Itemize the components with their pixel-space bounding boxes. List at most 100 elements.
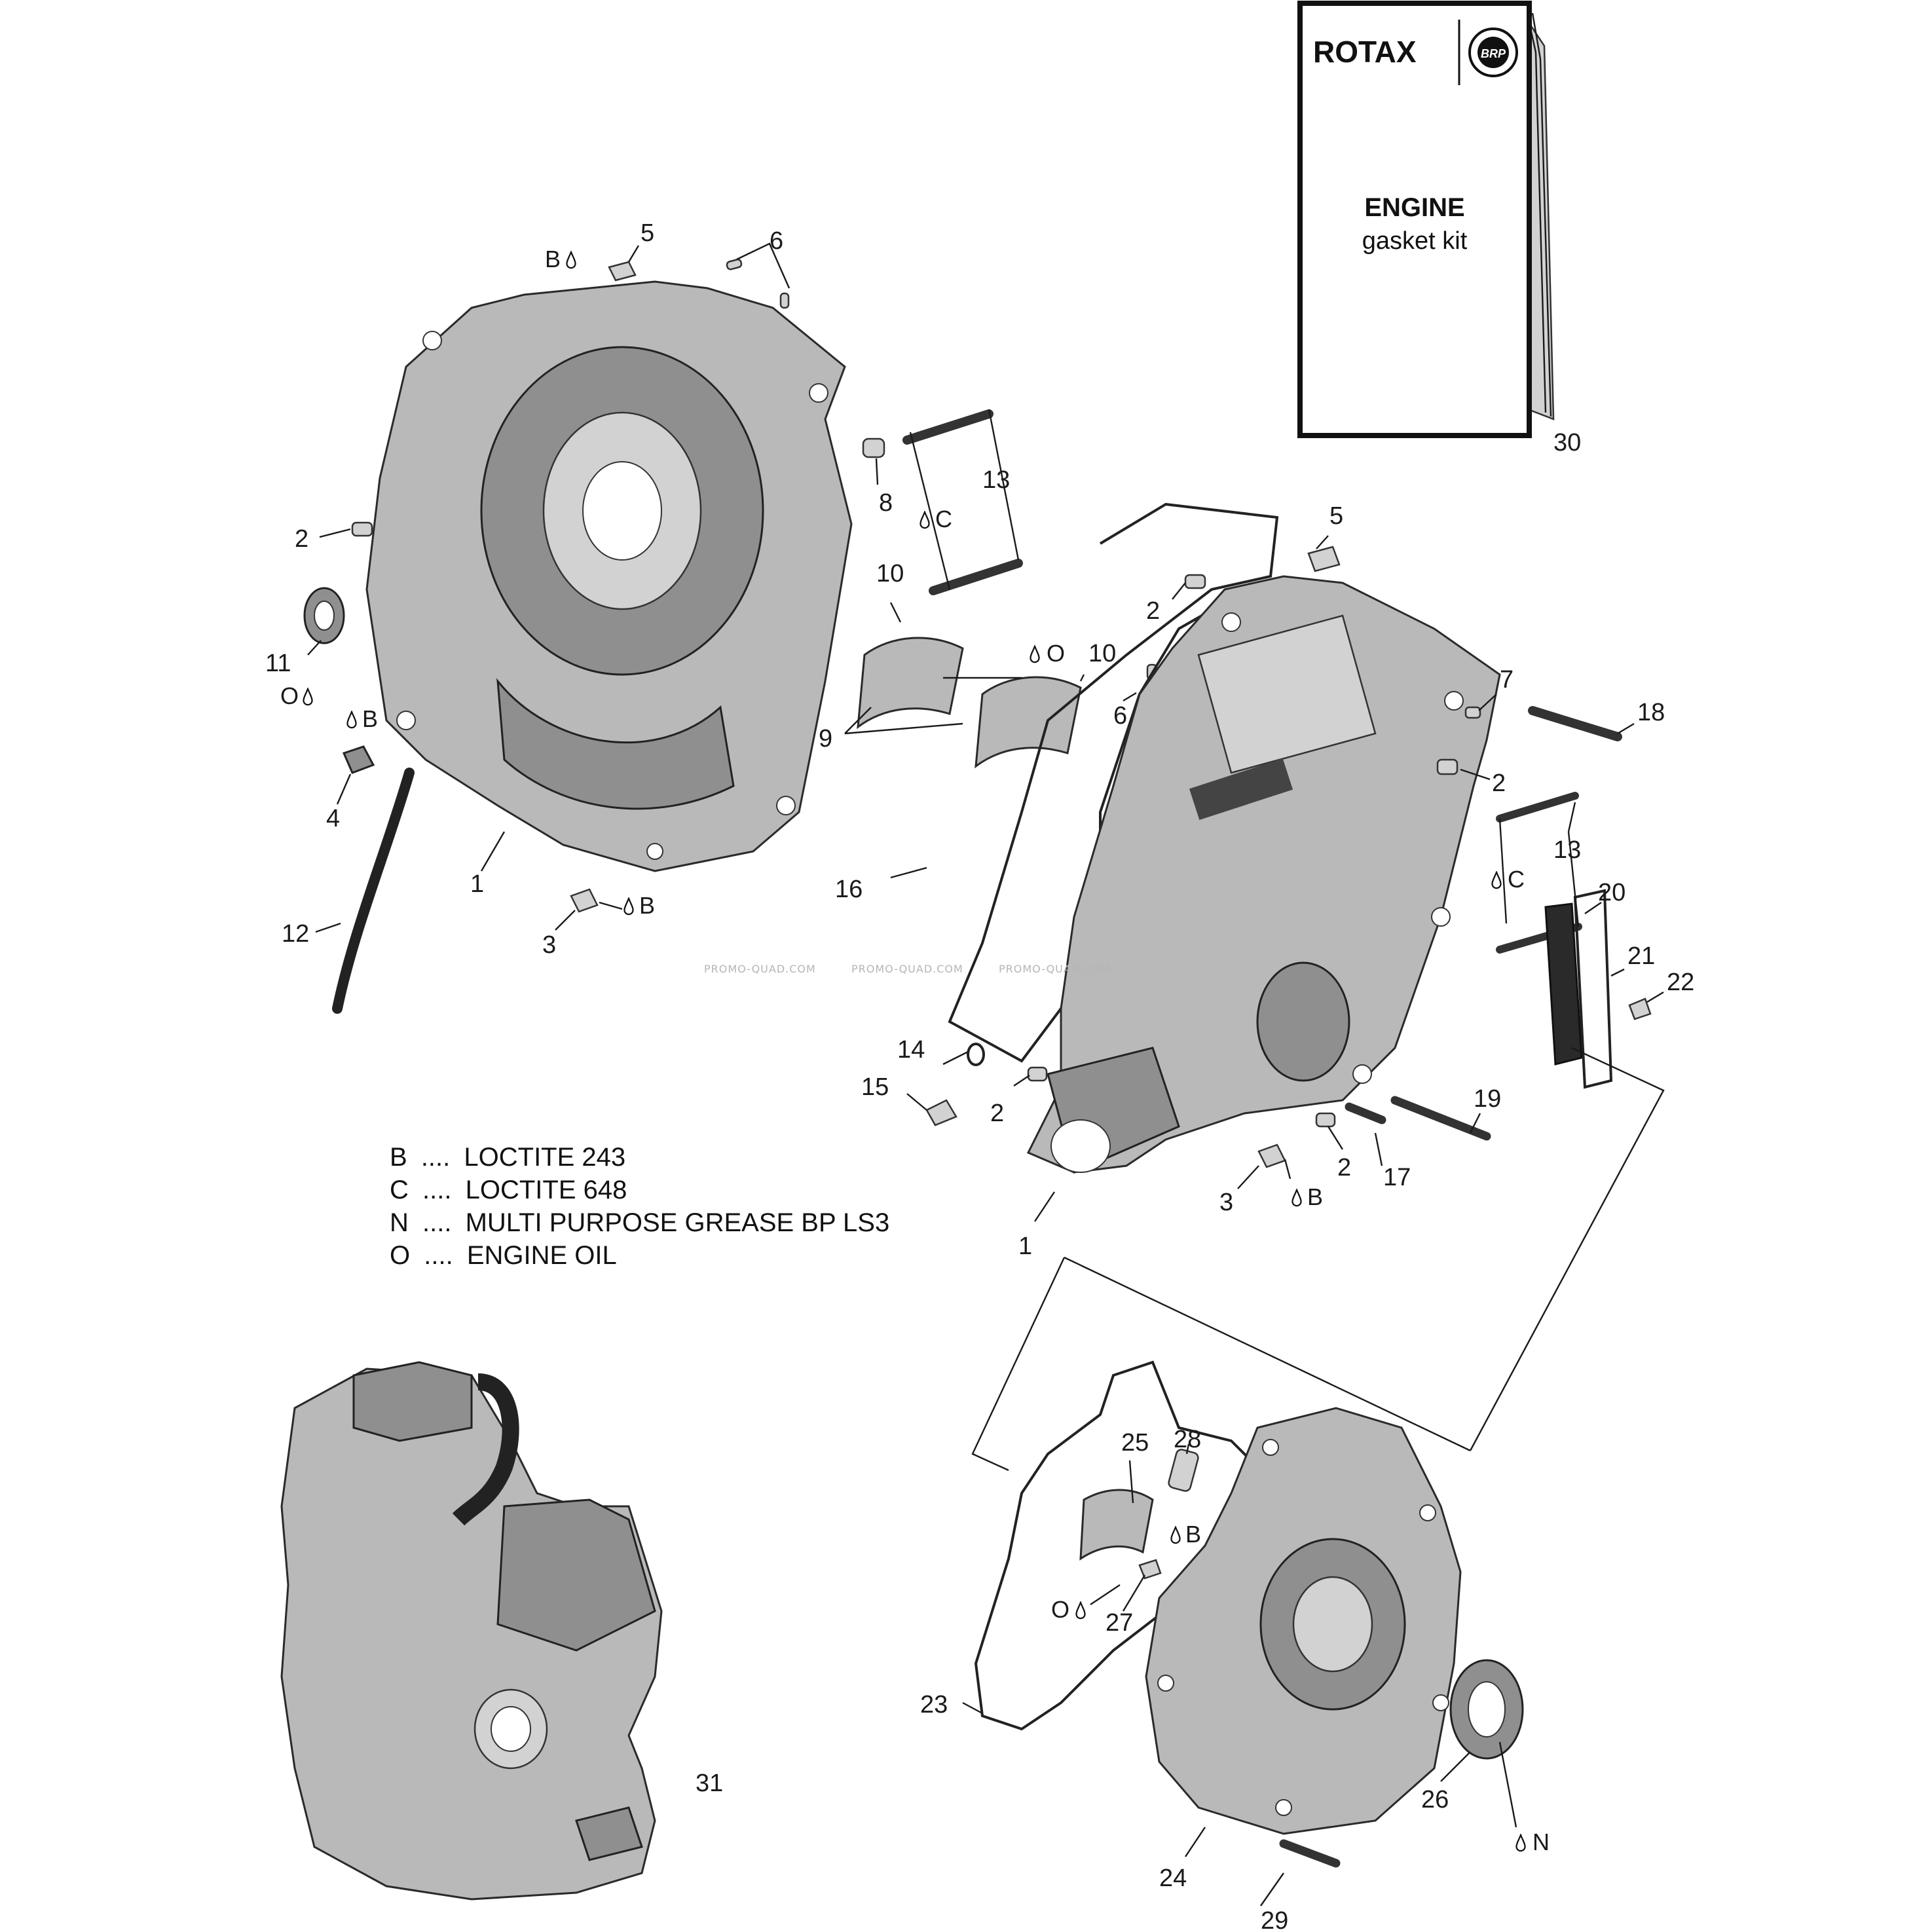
engine-coolant-hose	[452, 1373, 519, 1526]
code-label: O	[280, 682, 299, 709]
callout-8: 8	[879, 489, 893, 517]
legend-row: B .... LOCTITE 243	[390, 1143, 625, 1172]
part-23-gasket	[974, 1360, 1265, 1731]
legend-key: N	[390, 1208, 409, 1237]
code-label: O	[1051, 1596, 1069, 1623]
part-4-plug	[342, 745, 375, 774]
bolt-hole	[1221, 612, 1241, 632]
drop-icon	[346, 711, 357, 729]
code-label: B	[1307, 1183, 1323, 1210]
callout-10: 10	[876, 560, 904, 587]
legend-text: LOCTITE 243	[464, 1143, 625, 1172]
callout-11: 11	[265, 650, 291, 677]
code-label: C	[935, 506, 952, 532]
callout-13: 13	[982, 466, 1010, 494]
bolt-hole	[422, 331, 442, 350]
legend-row: N .... MULTI PURPOSE GREASE BP LS3	[390, 1208, 889, 1237]
crankcase-right-bore	[1256, 961, 1350, 1082]
part-12-hose	[332, 768, 415, 1014]
part-9-bearing-lower	[975, 676, 1082, 769]
part-13-stud	[902, 409, 994, 445]
code-label: B	[545, 246, 561, 272]
part-31-engine-assembly	[280, 1361, 663, 1901]
callout-2: 2	[295, 525, 308, 553]
assembly-leader-line	[1064, 1256, 1471, 1452]
callout-12: 12	[282, 920, 309, 948]
part-11-oil-seal-hole	[314, 601, 335, 631]
callout-31: 31	[696, 1770, 723, 1797]
callout-25: 25	[1121, 1429, 1149, 1457]
part-17-bolt	[1345, 1102, 1386, 1124]
callout-28: 28	[1174, 1426, 1201, 1453]
assembly-leader-line	[971, 1257, 1066, 1472]
bolt-hole	[646, 843, 663, 860]
part-29-bolt	[1279, 1839, 1341, 1868]
engine-block	[280, 1367, 663, 1901]
kit-title: ENGINE	[1364, 193, 1464, 222]
callout-30: 30	[1553, 429, 1581, 456]
drop-icon	[1291, 1189, 1302, 1207]
part-5-nut	[608, 261, 637, 282]
bolt-hole	[1275, 1799, 1292, 1816]
engine-throttle-port-hole	[491, 1706, 531, 1752]
callout-2: 2	[1146, 597, 1160, 625]
callout-14: 14	[897, 1036, 925, 1064]
brp-logo-text: BRP	[1481, 47, 1506, 60]
drop-icon	[623, 897, 634, 916]
legend-row: O .... ENGINE OIL	[390, 1241, 617, 1270]
legend-key: B	[390, 1143, 407, 1172]
part-13-stud	[1496, 792, 1579, 823]
crankcase-right-face	[1197, 614, 1377, 774]
bolt-hole	[1431, 907, 1451, 927]
drop-icon	[920, 511, 930, 529]
brp-logo-inner	[1477, 37, 1509, 68]
part-6-dowel	[779, 292, 790, 309]
callout-23: 23	[920, 1691, 948, 1718]
part-8-sleeve	[862, 437, 885, 458]
callout-1: 1	[470, 870, 484, 898]
gasket-kit-box: ROTAX BRP ENGINE gasket kit	[1297, 1, 1555, 438]
part-3-plug	[1257, 1143, 1286, 1168]
part-18-bolt	[1528, 706, 1622, 741]
callout-18: 18	[1637, 699, 1665, 726]
part-25-bearing	[1079, 1489, 1154, 1561]
callout-6: 6	[770, 227, 783, 255]
bolt-hole	[1157, 1675, 1174, 1692]
code-label: B	[1185, 1521, 1201, 1548]
watermark: PROMO-QUAD.COM	[704, 963, 816, 975]
drop-icon	[1491, 871, 1502, 889]
assembly-leader-line	[1469, 1047, 1665, 1451]
legend-dots: ....	[422, 1208, 451, 1237]
part-9-bearing-upper	[857, 637, 964, 730]
bolt-hole	[776, 796, 796, 815]
callout-24: 24	[1159, 1865, 1187, 1892]
part-2-dowel	[1184, 574, 1206, 589]
watermark: PROMO-QUAD.COM	[851, 963, 963, 975]
crankcase-right-half	[1026, 575, 1501, 1174]
bolt-hole	[1419, 1504, 1436, 1521]
part-21-cover	[1573, 889, 1613, 1089]
callout-1: 1	[1018, 1233, 1032, 1260]
callout-16: 16	[835, 876, 863, 903]
part-6-dowel	[726, 258, 743, 270]
code-label: O	[1047, 640, 1065, 667]
compound-codes: B O B B C O C B B O N	[280, 246, 1550, 1855]
cover-seal-bore	[1292, 1576, 1373, 1673]
drop-icon	[566, 251, 576, 269]
drop-icon	[1030, 645, 1040, 663]
crankcase-id-plate	[1189, 758, 1293, 820]
legend-text: ENGINE OIL	[467, 1241, 617, 1270]
callout-2: 2	[1492, 770, 1506, 797]
part-14-o-ring	[967, 1043, 985, 1066]
part-20-gasket	[1544, 902, 1583, 1066]
callout-5: 5	[641, 219, 654, 247]
bolt-hole	[396, 711, 416, 730]
crankcase-left-half	[365, 280, 853, 872]
legend-dots: ....	[421, 1143, 450, 1172]
drop-icon	[1075, 1601, 1086, 1620]
part-2-dowel	[1027, 1066, 1048, 1082]
kit-subtitle: gasket kit	[1362, 227, 1468, 255]
callout-10: 10	[1088, 640, 1116, 667]
part-28-sleeve	[1168, 1449, 1199, 1492]
